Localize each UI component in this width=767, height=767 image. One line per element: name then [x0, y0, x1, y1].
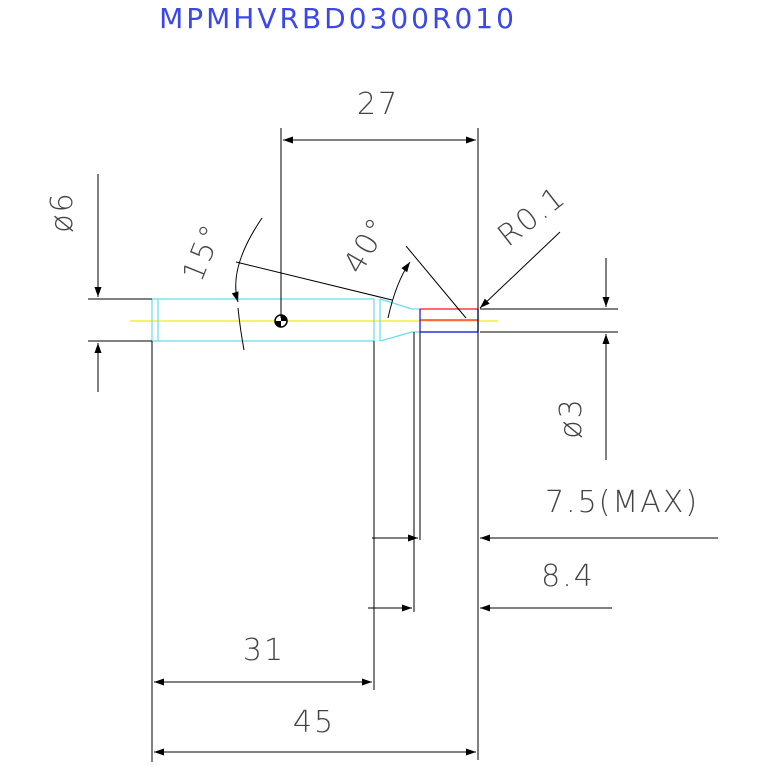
dimension-31	[151, 341, 375, 762]
dimension-angle-40	[387, 245, 467, 319]
label-angle-40: 40°	[337, 211, 397, 280]
dimension-dia-3	[480, 258, 618, 460]
dimension-8-4	[368, 332, 612, 612]
drawing-title: MPMHVRBD0300R010	[159, 2, 517, 35]
dimension-angle-15	[231, 217, 393, 351]
dimension-27	[280, 128, 479, 760]
label-angle-15: 15°	[176, 218, 231, 286]
label-dia-3: ø3	[554, 397, 589, 438]
center-point-mark	[274, 314, 288, 328]
dimension-radius-r01	[479, 231, 561, 309]
label-31: 31	[243, 633, 285, 668]
label-27: 27	[357, 87, 399, 122]
cutting-tip	[419, 308, 479, 333]
dimension-dia-6	[88, 174, 152, 392]
dimension-7-5-max	[372, 332, 718, 542]
tool-body-outline	[151, 298, 420, 342]
label-8-4: 8.4	[541, 559, 595, 594]
label-7-5-max: 7.5(MAX)	[545, 485, 699, 520]
label-45: 45	[293, 705, 335, 740]
label-dia-6: ø6	[45, 191, 80, 232]
label-radius-r01: R0.1	[491, 179, 573, 254]
